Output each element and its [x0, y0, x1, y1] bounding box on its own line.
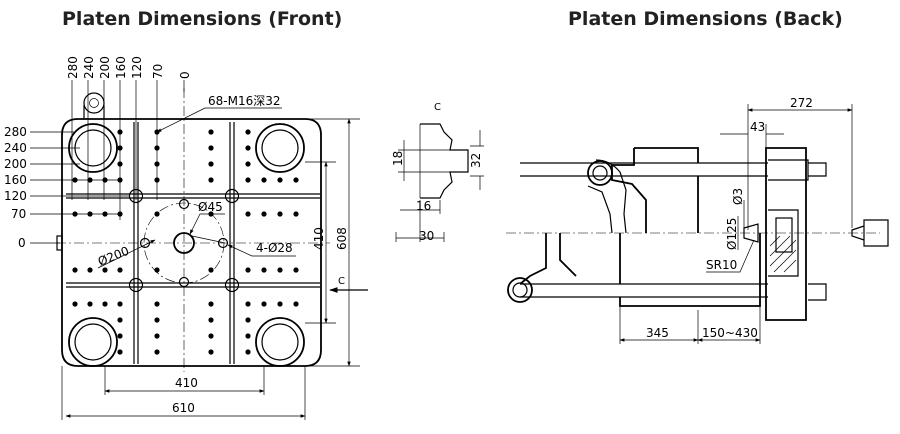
section-c-profile: [420, 123, 469, 199]
section-c-label: C: [434, 102, 441, 113]
left-dim-120: 120: [4, 189, 27, 203]
injection-nozzle: [851, 219, 889, 247]
nozzle-tip: [743, 223, 759, 243]
back-view: 272 43 Ø3 Ø125 SR10 345 150~430: [506, 96, 889, 344]
slot-hole-tr: [224, 188, 240, 204]
bolt-holes-leader: [227, 244, 296, 257]
lower-pivot-pin-inner: [512, 282, 528, 298]
section-c-dim-32: 32: [469, 153, 483, 168]
left-dim-280: 280: [4, 125, 27, 139]
front-center-lines: [56, 88, 330, 372]
top-dimension-lines: [71, 80, 185, 220]
sr10-label: SR10: [706, 258, 737, 272]
left-dim-70: 70: [11, 207, 26, 221]
section-c-dim-16-line: [400, 200, 441, 242]
dim-43-label: 43: [750, 120, 765, 134]
platen-hatching: [769, 235, 797, 273]
section-c-slot-lines: [420, 149, 450, 173]
section-c-dim-30-line: [395, 232, 445, 242]
sr10-leader: [706, 239, 755, 273]
dim-272-ext: [747, 104, 853, 230]
top-dim-0: 0: [178, 71, 192, 79]
section-c-dim-30: 30: [419, 229, 434, 243]
tie-bar-bottom-nut: [808, 283, 827, 301]
dim-phi125-label: Ø125: [725, 218, 739, 250]
left-dimension-lines: [30, 131, 130, 244]
section-c-mark: C: [338, 276, 345, 287]
top-dim-240: 240: [82, 56, 96, 79]
center-hole-leader: [189, 213, 225, 235]
right-dim-extensions: [300, 118, 360, 367]
section-c-dim-32-ext: [470, 130, 484, 190]
dim-phi3-label: Ø3: [731, 188, 745, 205]
thread-note: 68-M16深32: [208, 94, 281, 108]
top-dim-120: 120: [130, 56, 144, 79]
tie-bar-top-nut: [808, 162, 827, 177]
top-dim-70: 70: [151, 64, 165, 79]
width-inner-label: 410: [175, 376, 198, 390]
tie-bar-top: [520, 162, 768, 177]
tie-bar-hole-bottom-left: [68, 317, 118, 367]
fixed-platen: [765, 147, 807, 321]
height-outer-label: 608: [335, 227, 349, 250]
dim-345-label: 345: [646, 326, 669, 340]
center-hole-label: Ø45: [198, 200, 223, 214]
lower-pivot-pin: [507, 277, 533, 303]
section-c-dim-18: 18: [391, 151, 405, 166]
left-dim-160: 160: [4, 173, 27, 187]
pitch-circle-leader: [97, 239, 156, 269]
tie-bar-hole-top-right: [255, 123, 305, 173]
bolt-holes-leader-2: [191, 235, 226, 244]
top-dim-200: 200: [98, 56, 112, 79]
width-outer-label: 610: [172, 401, 195, 415]
slot-hole-br: [224, 277, 240, 293]
pitch-circle-label: Ø200: [96, 244, 131, 269]
top-dim-160: 160: [114, 56, 128, 79]
slot-hole-bl: [128, 277, 144, 293]
tie-bar-bottom: [520, 283, 768, 298]
lower-bracket: [519, 233, 761, 307]
left-dim-200: 200: [4, 157, 27, 171]
dim-272-label: 272: [790, 96, 813, 110]
dim-stroke-label: 150~430: [702, 326, 758, 340]
locating-ring: [775, 217, 793, 253]
upper-pivot-pin: [587, 160, 613, 186]
height-inner-label: 410: [312, 227, 326, 250]
thread-note-leader: [156, 107, 282, 133]
lifting-lug: [83, 92, 105, 119]
bolt-holes-label: 4-Ø28: [256, 241, 293, 255]
front-view-title: Platen Dimensions (Front): [62, 8, 343, 30]
moving-platen: [611, 147, 699, 233]
left-dim-240: 240: [4, 141, 27, 155]
upper-pivot-pin-inner: [592, 165, 608, 181]
back-view-title: Platen Dimensions (Back): [568, 8, 843, 30]
top-dim-280: 280: [66, 56, 80, 79]
section-c-ext-18: [398, 149, 420, 173]
front-view: 280 240 200 160 120 70 0 280 240 200 160…: [4, 56, 368, 420]
bottom-dim-extensions: [61, 366, 306, 420]
tie-bar-hole-bottom-right: [255, 317, 305, 367]
left-dim-0: 0: [18, 236, 26, 250]
fixed-platen-recess: [768, 209, 799, 277]
tie-bar-top-end: [768, 159, 809, 181]
section-c-dim-16: 16: [416, 199, 431, 213]
section-c-view: C 18 32 16 30: [391, 102, 484, 243]
